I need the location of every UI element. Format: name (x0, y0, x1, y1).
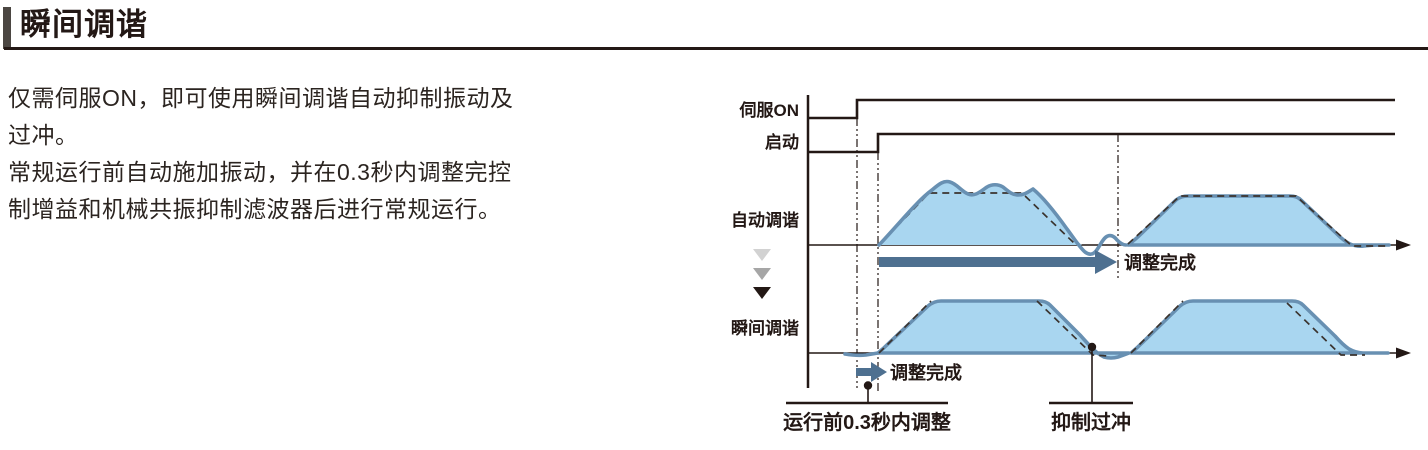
servo-on-label: 伺服ON (739, 100, 800, 120)
page-title: 瞬间调谐 (20, 7, 148, 42)
header-divider (4, 47, 1428, 50)
auto-wave2-shape (1126, 194, 1391, 249)
description-line-3: 常规运行前自动施加振动，并在0.3秒内调整完控 (8, 159, 512, 185)
auto-wave2-command-dashed (1127, 195, 1390, 247)
instant-axis-arrowhead-icon (1396, 347, 1411, 359)
description-line-4: 制增益和机械共振抑制滤波器后进行常规运行。 (8, 196, 502, 222)
auto-adjust-complete-label: 调整完成 (1124, 252, 1196, 273)
overshoot-marker-dot (1087, 342, 1097, 352)
description-line-1: 仅需伺服ON，即可使用瞬间调谐自动抑制振动及 (8, 85, 514, 111)
overshoot-suppress-label: 抑制过冲 (1051, 410, 1131, 434)
instant-wave1-shape (876, 299, 1131, 360)
instant-wave2-command-fall-dashed (1286, 302, 1365, 356)
instant-wave2-shape (1129, 299, 1390, 355)
auto-tuning-label: 自动调谐 (731, 210, 799, 230)
auto-axis-arrowhead-icon (1396, 239, 1411, 251)
transition-triangle-light-icon (753, 249, 771, 261)
description-line-2: 过冲。 (8, 122, 79, 148)
instant-adjust-duration-arrow-icon (856, 362, 887, 382)
instant-leadin-line (843, 351, 880, 358)
transition-triangle-dark-icon (753, 287, 771, 299)
instant-wave1-command-fall-dashed (1036, 300, 1109, 357)
instant-wave2-command-rise-dashed (1130, 300, 1184, 354)
auto-adjust-duration-arrow-icon (879, 250, 1117, 274)
description-block: 仅需伺服ON，即可使用瞬间调谐自动抑制振动及 过冲。 常规运行前自动施加振动，并… (8, 80, 514, 228)
auto-wave1-response (877, 179, 1128, 256)
transition-triangle-mid-icon (753, 268, 771, 280)
instant-wave1-command-rise-dashed (878, 300, 932, 354)
instant-adjust-complete-label: 调整完成 (890, 362, 962, 383)
pre-run-adjust-label: 运行前0.3秒内调整 (783, 410, 951, 434)
start-signal (808, 132, 1395, 154)
auto-wave1-fill (879, 181, 1082, 245)
instant-tuning-label: 瞬间调谐 (731, 318, 799, 338)
header-accent-bar (3, 7, 11, 49)
start-label: 启动 (765, 132, 799, 152)
pre-run-marker-dot (863, 381, 873, 390)
servo-on-signal (808, 98, 1395, 120)
